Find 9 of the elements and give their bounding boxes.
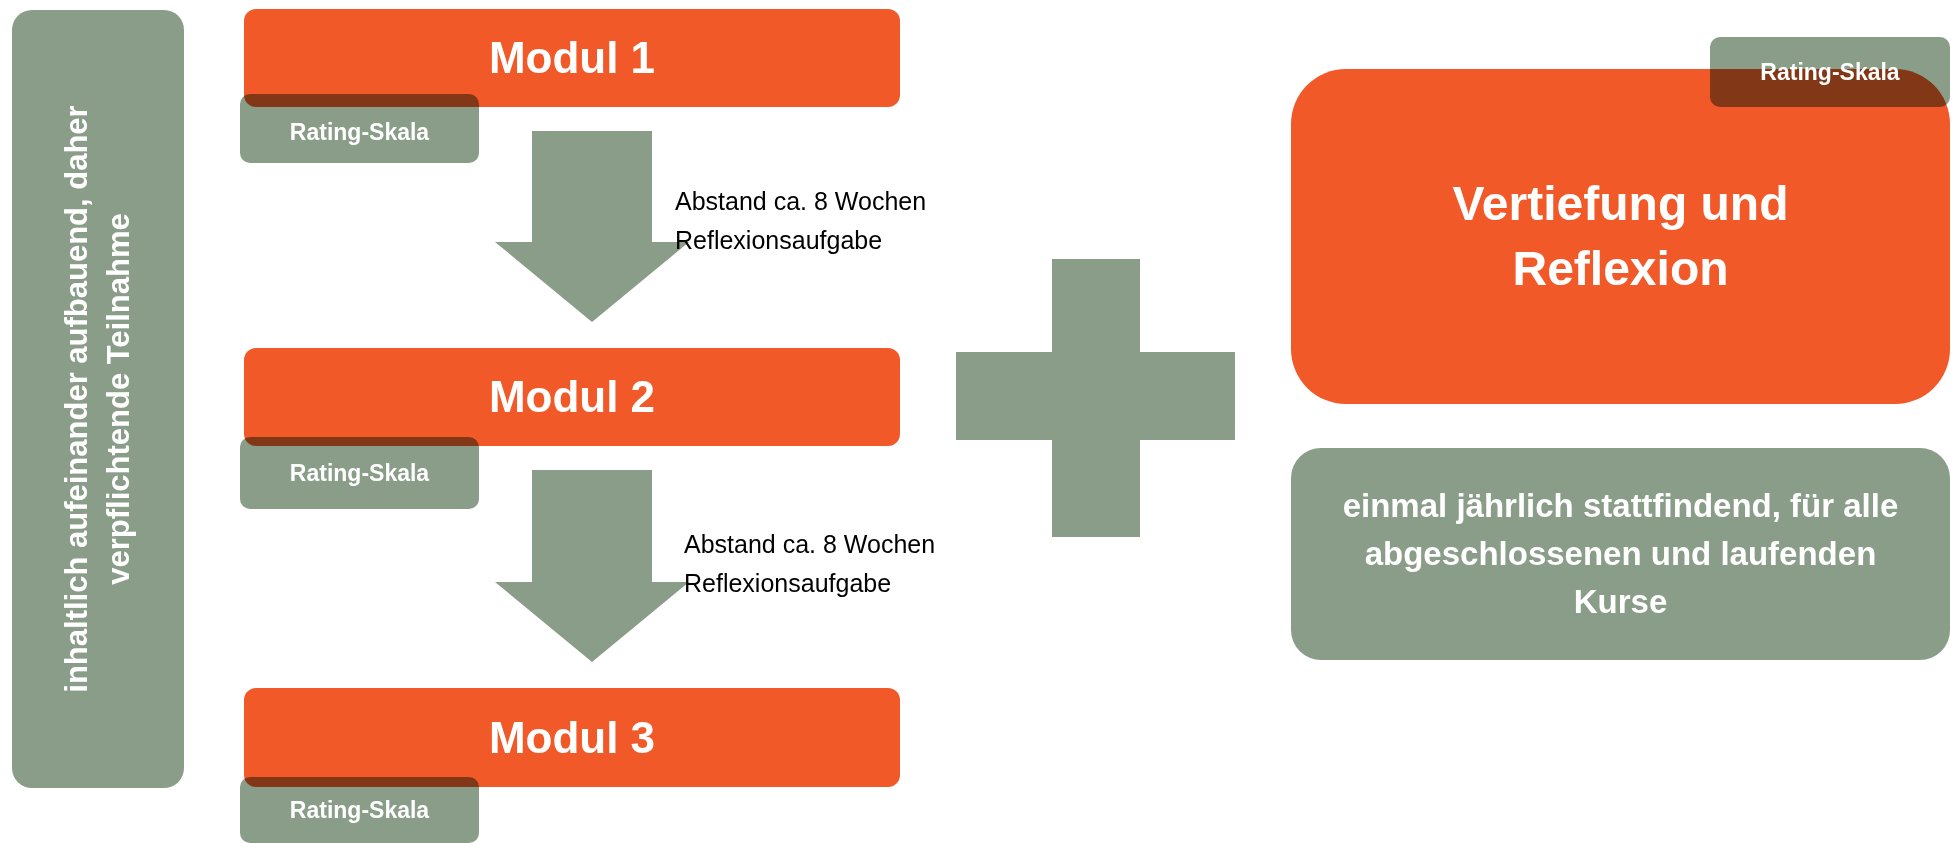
block-arrow (495, 131, 689, 322)
module-box: Modul 1 (244, 9, 900, 107)
module-box: Modul 3 (244, 688, 900, 787)
edge-label: Abstand ca. 8 Wochen Reflexionsaufgabe (675, 186, 928, 256)
note-box: einmal jährlich stattfindend, für alle abgeschlossenen und laufenden Kurse (1291, 448, 1950, 660)
block-arrow (495, 470, 689, 662)
side-banner: inhaltlich aufeinander aufbauend, daher verpflichtende Teilnahme (12, 10, 184, 788)
edge-label: Abstand ca. 8 Wochen Reflexionsaufgabe (684, 529, 937, 599)
module-box: Modul 2 (244, 348, 900, 446)
